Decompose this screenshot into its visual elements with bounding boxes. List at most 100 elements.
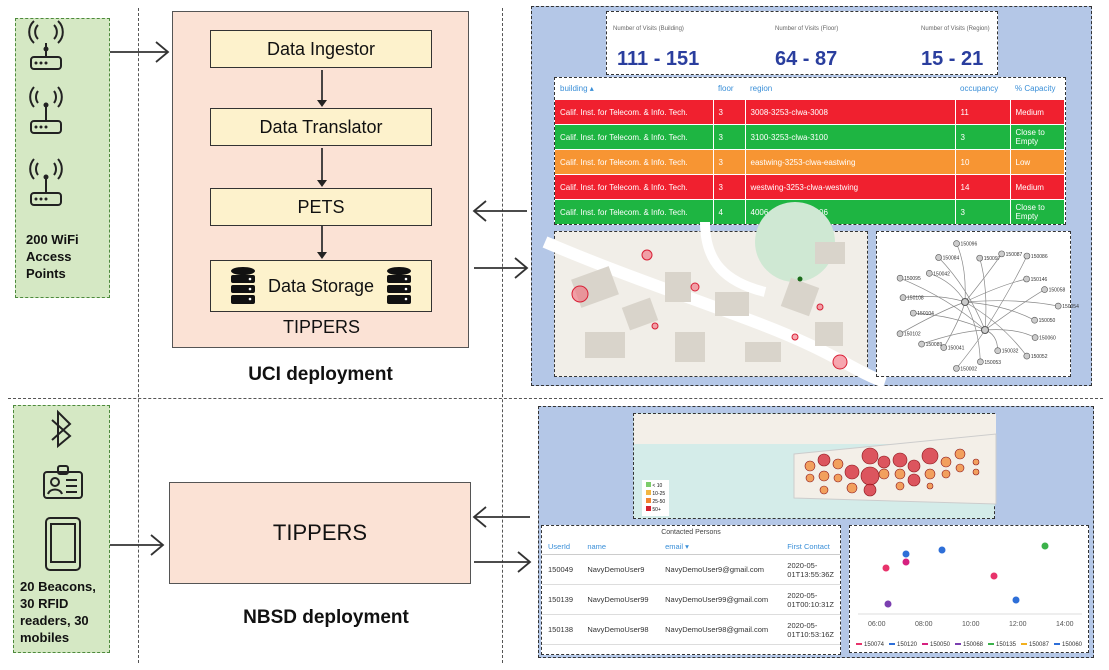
heat-dot [907, 473, 921, 487]
legend-entry[interactable]: 150060 [1062, 642, 1083, 648]
campus-map-panel[interactable] [542, 202, 887, 388]
x-tick-label: 08:00 [915, 621, 933, 628]
legend-entry[interactable]: 150120 [897, 642, 918, 648]
graph-node-label: 150054 [1062, 304, 1079, 310]
graph-edge [899, 277, 986, 331]
graph-node[interactable] [899, 294, 907, 301]
graph-node[interactable] [1023, 275, 1030, 283]
occupancy-row[interactable]: Calif. Inst. for Telecom. & Info. Tech.3… [555, 124, 1065, 150]
graph-node-label: 150087 [1006, 252, 1023, 258]
scatter-point[interactable] [938, 546, 946, 554]
campus-map [542, 202, 887, 388]
legend-entry[interactable]: 150068 [963, 642, 984, 648]
heat-dot [941, 469, 951, 479]
graph-node[interactable] [935, 254, 942, 261]
graph-hub-node[interactable] [981, 326, 989, 334]
graph-node-label: 150102 [904, 332, 921, 338]
graph-node[interactable] [1023, 252, 1031, 260]
col-userid[interactable]: UserId [542, 539, 582, 555]
graph-node-label: 150053 [984, 360, 1001, 366]
scatter-point[interactable] [882, 564, 890, 572]
graph-edge [984, 289, 1045, 331]
graph-node-label: 150032 [1002, 349, 1019, 355]
col-name[interactable]: name [581, 539, 660, 555]
heat-dot [924, 468, 936, 480]
database-icon [386, 266, 412, 306]
graph-node[interactable] [977, 358, 984, 366]
graph-node[interactable] [896, 274, 904, 282]
graph-node-label: 150060 [1039, 336, 1056, 342]
scatter-point[interactable] [884, 600, 892, 608]
graph-hub-node[interactable] [961, 298, 969, 306]
graph-node[interactable] [1041, 286, 1048, 293]
scatter-point[interactable] [990, 572, 998, 580]
col-occupancy[interactable]: occupancy [960, 84, 999, 93]
graph-edge [964, 301, 1035, 321]
graph-node[interactable] [909, 309, 917, 317]
graph-node-label: 150096 [961, 242, 978, 248]
stat-region-label: Number of Visits (Region) [921, 26, 990, 32]
heatmap-panel[interactable]: < 10 10-25 25-50 50+ [633, 413, 997, 519]
heat-dot [846, 482, 858, 494]
graph-node[interactable] [1031, 334, 1039, 341]
occupancy-cell: Close to Empty [1010, 124, 1065, 150]
devices-box: 20 Beacons, 30 RFID readers, 30 mobiles [13, 405, 110, 653]
occupancy-cell: Calif. Inst. for Telecom. & Info. Tech. [555, 174, 714, 200]
heat-legend-1: < 10 [652, 483, 663, 489]
col-floor[interactable]: floor [718, 84, 734, 93]
legend-entry[interactable]: 150050 [930, 642, 951, 648]
graph-node[interactable] [918, 340, 925, 348]
heat-dot [895, 481, 905, 491]
graph-node[interactable] [940, 344, 948, 351]
occupancy-row[interactable]: Calif. Inst. for Telecom. & Info. Tech.4… [555, 199, 1065, 224]
occupancy-row[interactable]: Calif. Inst. for Telecom. & Info. Tech.3… [555, 149, 1065, 175]
tippers-uci-box: Data Ingestor Data Translator PETS Data … [172, 11, 469, 348]
graph-node-label: 150086 [1031, 254, 1048, 260]
heat-dot [818, 470, 830, 482]
graph-node[interactable] [976, 254, 984, 262]
contact-cell: NavyDemoUser99@gmail.com [659, 584, 782, 615]
col-capacity[interactable]: % Capacity [1015, 84, 1056, 93]
legend-entry[interactable]: 150074 [864, 642, 885, 648]
scatter-point[interactable] [902, 558, 910, 566]
pipeline-data-translator: Data Translator [210, 108, 432, 146]
scatter-point[interactable] [1012, 596, 1020, 604]
heat-dot [892, 452, 908, 468]
occupancy-cell: Calif. Inst. for Telecom. & Info. Tech. [555, 99, 714, 125]
graph-node[interactable] [998, 250, 1005, 258]
heat-dot [878, 468, 890, 480]
legend-entry[interactable]: 150135 [996, 642, 1017, 648]
occupancy-cell: Low [1010, 149, 1065, 175]
graph-node[interactable] [1023, 352, 1031, 360]
col-email[interactable]: email ▾ [659, 539, 782, 555]
access-points-box: 200 WiFi Access Points [15, 18, 110, 298]
heat-dot [833, 473, 843, 483]
legend-entry[interactable]: 150087 [1029, 642, 1050, 648]
tippers-nbsd-label: TIPPERS [272, 520, 368, 545]
graph-node[interactable] [1054, 302, 1062, 310]
occupancy-cell: Close to Empty [1010, 199, 1065, 224]
scatter-point[interactable] [1041, 542, 1049, 550]
graph-node[interactable] [953, 240, 960, 247]
col-first-contact[interactable]: First Contact [781, 539, 840, 555]
graph-node[interactable] [925, 270, 933, 277]
scatter-point[interactable] [902, 550, 910, 558]
graph-node[interactable] [994, 347, 1002, 354]
col-building[interactable]: building ▴ [560, 84, 594, 93]
graph-node[interactable] [953, 365, 960, 372]
access-points-label: 200 WiFi Access Points [26, 232, 79, 281]
col-region[interactable]: region [750, 84, 773, 93]
graph-edge [964, 253, 1002, 303]
graph-node[interactable] [1031, 316, 1038, 324]
graph-edge [943, 301, 966, 348]
heat-dot [804, 460, 816, 472]
occupancy-row[interactable]: Calif. Inst. for Telecom. & Info. Tech.3… [555, 99, 1065, 125]
graph-node[interactable] [896, 330, 904, 338]
occupancy-row[interactable]: Calif. Inst. for Telecom. & Info. Tech.3… [555, 174, 1065, 200]
heat-dot [877, 455, 891, 469]
